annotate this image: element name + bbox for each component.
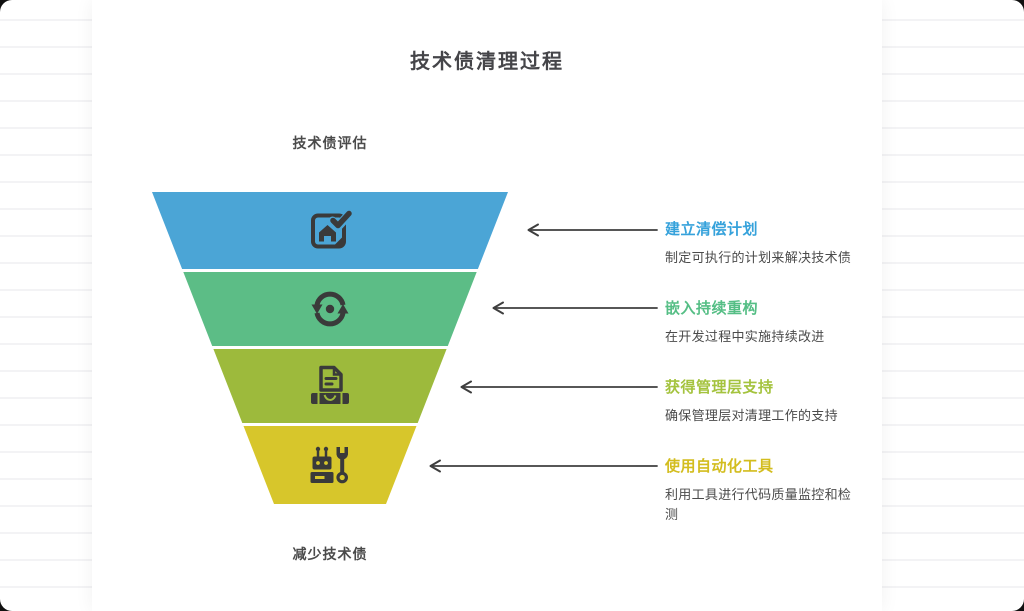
step-title: 嵌入持续重构 <box>665 300 759 317</box>
arrow-to-step-4 <box>429 459 658 473</box>
step-description: 利用工具进行代码质量监控和检测 <box>665 487 852 522</box>
arrow-to-step-2 <box>492 301 658 315</box>
step-description: 确保管理层对清理工作的支持 <box>665 408 838 423</box>
step-item: 嵌入持续重构 在开发过程中实施持续改进 <box>665 297 861 347</box>
step-title: 使用自动化工具 <box>665 458 774 475</box>
funnel-bottom-label: 减少技术债 <box>292 546 368 562</box>
robot-wrench-icon <box>310 446 348 484</box>
arrow-to-step-3 <box>460 380 658 394</box>
step-title: 建立清偿计划 <box>665 221 759 238</box>
sync-refresh-icon <box>311 291 349 327</box>
step-title: 获得管理层支持 <box>665 379 774 396</box>
step-description: 在开发过程中实施持续改进 <box>665 329 825 344</box>
agreement-handshake-icon <box>311 365 349 404</box>
plan-note-icon <box>311 209 354 249</box>
step-item: 获得管理层支持 确保管理层对清理工作的支持 <box>665 376 861 426</box>
step-item: 使用自动化工具 利用工具进行代码质量监控和检测 <box>665 455 861 525</box>
step-description: 制定可执行的计划来解决技术债 <box>665 250 852 265</box>
funnel-diagram <box>152 192 508 504</box>
infographic-card: 技术债清理过程 技术债评估 <box>92 0 882 611</box>
funnel-top-label: 技术债评估 <box>292 135 368 151</box>
page-title: 技术债清理过程 <box>410 51 564 73</box>
funnel-segment-3 <box>213 349 447 423</box>
arrow-to-step-1 <box>527 223 658 237</box>
step-item: 建立清偿计划 制定可执行的计划来解决技术债 <box>665 218 861 268</box>
